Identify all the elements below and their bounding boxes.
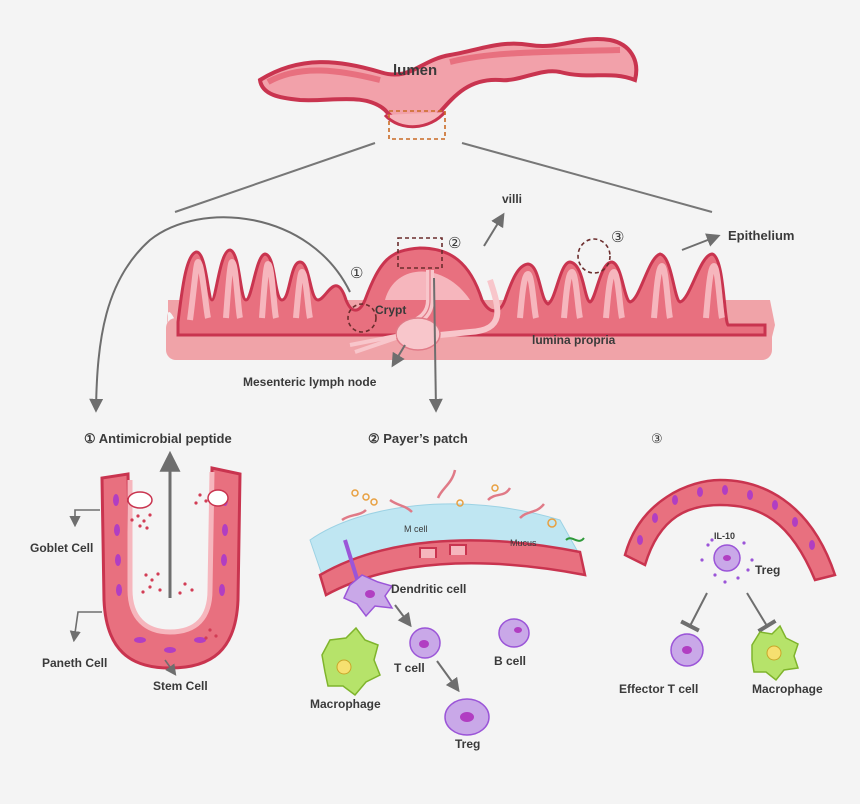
panel3-title: ③ [651, 431, 663, 446]
mucus-label: Mucus [510, 538, 537, 548]
epithelium-circle [577, 238, 611, 274]
arrow-goblet [69, 509, 100, 528]
marker-1: ① [350, 265, 364, 282]
arrow-payers-patch [428, 277, 443, 413]
panel3 [623, 478, 837, 682]
arrow-crypt [89, 216, 351, 413]
macrophage-label-p3: Macrophage [752, 682, 823, 696]
zoom-box-lumen [388, 110, 446, 140]
intestine-tube [257, 37, 639, 129]
zoom-line-right [461, 142, 713, 213]
payers-patch-box [397, 237, 443, 269]
panel1-title: ① Antimicrobial peptide [84, 431, 232, 446]
macrophage-label-p2: Macrophage [310, 697, 381, 711]
stem-cell-label: Stem Cell [153, 679, 208, 693]
effector-t-cell-label: Effector T cell [619, 682, 699, 696]
treg-label-p3: Treg [755, 563, 781, 577]
arrow-villi [483, 212, 505, 247]
mesenteric-lymph-node-label: Mesenteric lymph node [243, 375, 377, 389]
epithelium-label: Epithelium [728, 228, 795, 243]
crypt-label: Crypt [375, 303, 407, 317]
marker-2: ② [448, 235, 462, 252]
payers-panel [309, 469, 587, 736]
t-cell-label: T cell [394, 661, 425, 675]
m-cell-label: M cell [404, 524, 428, 534]
zoom-line-left [174, 142, 376, 213]
crypt-panel [100, 466, 242, 670]
goblet-cell-label: Goblet Cell [30, 541, 94, 555]
paneth-cell-label: Paneth Cell [42, 656, 108, 670]
villi-label: villi [502, 192, 523, 206]
lumen-label: lumen [393, 62, 438, 79]
b-cell-label: B cell [494, 654, 527, 668]
arrow-paneth [69, 611, 102, 643]
arrow-epithelium [681, 233, 721, 251]
arrow-stem [164, 659, 177, 676]
mesenteric-lymph-node-shape [395, 317, 441, 351]
arrow-lymph-node [391, 344, 406, 368]
treg-label-p2: Treg [455, 737, 481, 751]
lamina-propria-label: lumina propria [532, 333, 616, 347]
marker-3: ③ [611, 229, 625, 246]
il10-label: IL-10 [714, 531, 736, 541]
villi-section [166, 246, 776, 360]
crypt-circle [347, 303, 377, 333]
dendritic-cell-label: Dendritic cell [391, 582, 467, 596]
panel2-title: ② Payer’s patch [368, 431, 468, 446]
